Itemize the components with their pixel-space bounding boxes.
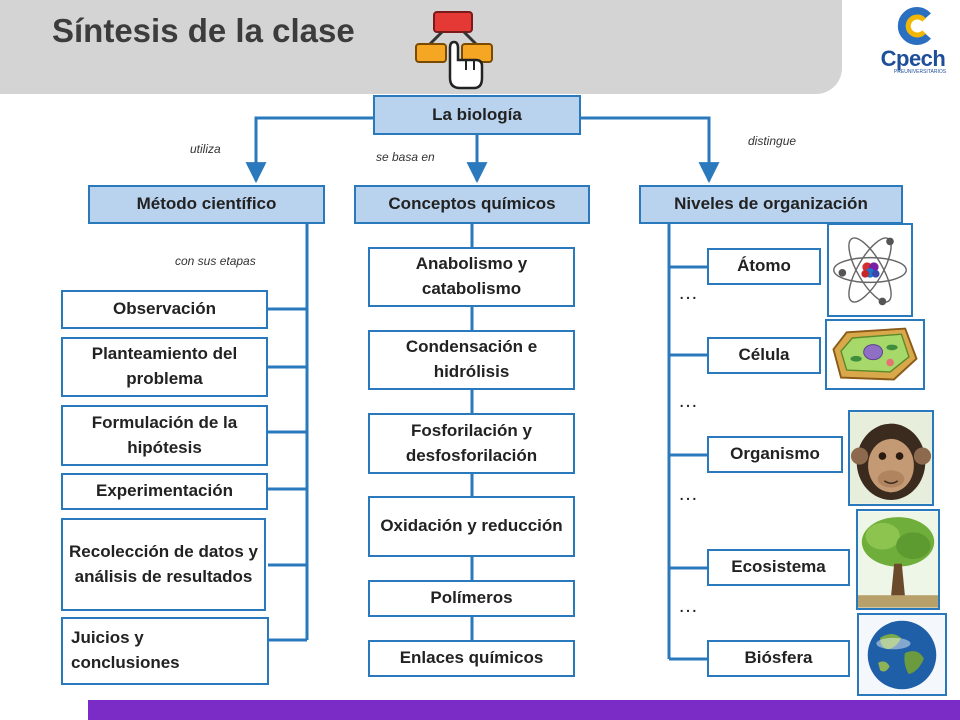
ellipsis: … <box>678 483 699 505</box>
chemistry-concept-label: Fosforilación y desfosforilación <box>405 420 538 465</box>
chemistry-concept: Fosforilación y desfosforilación <box>368 413 575 474</box>
levels-header: Niveles de organización <box>639 185 903 224</box>
edge-label-con-sus-etapas: con sus etapas <box>175 254 256 268</box>
page-title: Síntesis de la clase <box>52 12 355 49</box>
chemistry-concept-label: Condensación e hidrólisis <box>405 337 538 381</box>
method-step-label: Experimentación <box>96 481 233 501</box>
method-step-label: Planteamiento del problema <box>91 344 238 388</box>
level-label: Ecosistema <box>731 557 826 577</box>
edge-label-distingue: distingue <box>748 134 797 148</box>
ellipsis: … <box>678 390 699 412</box>
level-item: Ecosistema <box>707 549 850 586</box>
method-step-label: Observación <box>113 299 216 319</box>
method-step: Experimentación <box>61 473 268 510</box>
chemistry-concept-label: Oxidación y reducción <box>380 516 563 536</box>
edge-label-se-basa-en: se basa en <box>376 150 435 164</box>
level-label: Célula <box>738 345 790 365</box>
chemistry-concept: Enlaces químicos <box>368 640 575 677</box>
method-step: Recolección de datos y análisis de resul… <box>61 518 266 611</box>
levels-title: Niveles de organización <box>674 194 868 214</box>
level-item: Organismo <box>707 436 843 473</box>
cpech-logo: Cpech PREUNIVERSITARIOS <box>868 6 958 86</box>
method-step: Planteamiento del problema <box>61 337 268 397</box>
level-label: Biósfera <box>744 648 813 668</box>
logo-subtitle: PREUNIVERSITARIOS <box>893 69 947 75</box>
cell-icon <box>825 319 925 390</box>
level-label: Organismo <box>730 444 820 464</box>
level-item: Célula <box>707 337 821 374</box>
chemistry-concept: Oxidación y reducción <box>368 496 575 557</box>
ellipsis: … <box>678 282 699 304</box>
method-step-label: Recolección de datos y análisis de resul… <box>69 541 258 586</box>
method-header: Método científico <box>88 185 325 224</box>
chemistry-concept-label: Enlaces químicos <box>399 648 544 668</box>
tree-icon <box>856 509 940 610</box>
flowchart-click-icon <box>415 11 493 90</box>
earth-globe-icon <box>857 613 947 696</box>
chemistry-title: Conceptos químicos <box>388 194 556 214</box>
logo-text: Cpech <box>880 46 946 71</box>
method-step: Observación <box>61 290 268 329</box>
chimpanzee-icon <box>848 410 934 506</box>
method-step-label: Formulación de la hipótesis <box>91 412 238 457</box>
chemistry-concept: Condensación e hidrólisis <box>368 330 575 390</box>
atom-icon <box>827 223 913 317</box>
edge-label-utiliza: utiliza <box>190 142 221 156</box>
method-step: Formulación de la hipótesis <box>61 405 268 466</box>
chemistry-header: Conceptos químicos <box>354 185 590 224</box>
root-label: La biología <box>432 104 522 124</box>
method-step-label: Juicios y conclusiones <box>71 628 180 672</box>
logo-mark-icon <box>897 7 931 45</box>
level-label: Átomo <box>737 256 791 276</box>
chemistry-concept: Anabolismo y catabolismo <box>368 247 575 307</box>
chemistry-concept-label: Polímeros <box>430 588 513 608</box>
root-node: La biología <box>373 95 581 135</box>
level-item: Átomo <box>707 248 821 285</box>
bottom-bar <box>88 700 960 720</box>
level-item: Biósfera <box>707 640 850 677</box>
method-title: Método científico <box>136 194 277 214</box>
chemistry-concept: Polímeros <box>368 580 575 617</box>
ellipsis: … <box>678 595 699 617</box>
chemistry-concept-label: Anabolismo y catabolismo <box>415 254 528 298</box>
method-step: Juicios y conclusiones <box>61 617 269 685</box>
